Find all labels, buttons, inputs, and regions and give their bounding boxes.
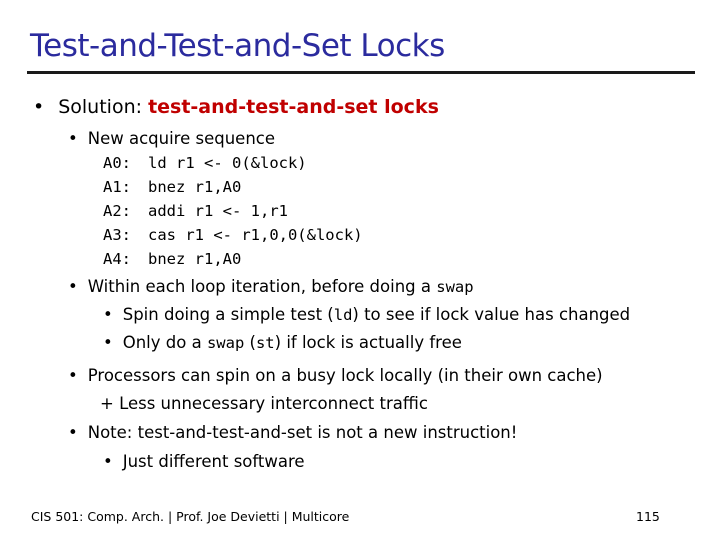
solution-prefix: Solution: bbox=[58, 96, 149, 118]
bullet-marker: • bbox=[68, 129, 78, 148]
bullet-different: • Just different software bbox=[103, 452, 305, 471]
within-code: swap bbox=[436, 278, 474, 296]
spin-pre: Spin doing a simple test ( bbox=[122, 305, 334, 324]
code-label: A4: bbox=[103, 250, 131, 268]
code-label: A2: bbox=[103, 202, 131, 220]
bullet-processors: • Processors can spin on a busy lock loca… bbox=[68, 366, 603, 385]
bullet-only: • Only do a swap (st) if lock is actually… bbox=[103, 333, 462, 352]
acquire-label: New acquire sequence bbox=[87, 129, 275, 148]
code-line: A3: cas r1 <- r1,0,0(&lock) bbox=[103, 226, 363, 244]
bullet-marker: • bbox=[103, 305, 113, 324]
bullet-marker: • bbox=[68, 277, 78, 296]
note-text: Note: test-and-test-and-set is not a new… bbox=[87, 423, 518, 442]
only-post: ) if lock is actually free bbox=[274, 333, 462, 352]
bullet-marker: • bbox=[68, 366, 78, 385]
code-label: A1: bbox=[103, 178, 131, 196]
bullet-note: • Note: test-and-test-and-set is not a ne… bbox=[68, 423, 517, 442]
less-traffic: + Less unnecessary interconnect traffic bbox=[100, 394, 428, 413]
spin-post: ) to see if lock value has changed bbox=[352, 305, 631, 324]
only-mid: ( bbox=[244, 333, 256, 352]
within-text: Within each loop iteration, before doing… bbox=[87, 277, 437, 296]
footer-course: CIS 501: Comp. Arch. | Prof. Joe Deviett… bbox=[31, 509, 350, 524]
code-line: A1: bnez r1,A0 bbox=[103, 178, 241, 196]
bullet-marker: • bbox=[103, 333, 113, 352]
code-line: A4: bnez r1,A0 bbox=[103, 250, 241, 268]
only-code-st: st bbox=[255, 334, 275, 352]
bullet-marker: • bbox=[68, 423, 78, 442]
code-line: A0: ld r1 <- 0(&lock) bbox=[103, 154, 307, 172]
code-text: ld r1 <- 0(&lock) bbox=[148, 154, 307, 172]
page-number: 115 bbox=[636, 509, 660, 524]
bullet-within: • Within each loop iteration, before doin… bbox=[68, 277, 474, 296]
code-line: A2: addi r1 <- 1,r1 bbox=[103, 202, 288, 220]
processors-text: Processors can spin on a busy lock local… bbox=[87, 366, 603, 385]
different-text: Just different software bbox=[122, 452, 305, 471]
bullet-acquire: • New acquire sequence bbox=[68, 129, 275, 148]
bullet-solution: • Solution: test-and-test-and-set locks bbox=[33, 96, 439, 118]
slide-title: Test-and-Test-and-Set Locks bbox=[30, 28, 445, 64]
bullet-spin: • Spin doing a simple test (ld) to see if… bbox=[103, 305, 630, 324]
code-label: A3: bbox=[103, 226, 131, 244]
spin-code: ld bbox=[333, 306, 353, 324]
code-text: bnez r1,A0 bbox=[148, 178, 242, 196]
code-label: A0: bbox=[103, 154, 131, 172]
code-text: bnez r1,A0 bbox=[148, 250, 242, 268]
solution-emphasis: test-and-test-and-set locks bbox=[148, 96, 439, 118]
only-code-swap: swap bbox=[206, 334, 245, 352]
title-rule bbox=[27, 71, 695, 74]
only-pre: Only do a bbox=[122, 333, 207, 352]
bullet-marker: • bbox=[103, 452, 113, 471]
code-text: cas r1 <- r1,0,0(&lock) bbox=[148, 226, 363, 244]
code-text: addi r1 <- 1,r1 bbox=[148, 202, 288, 220]
bullet-marker: • bbox=[33, 96, 45, 118]
